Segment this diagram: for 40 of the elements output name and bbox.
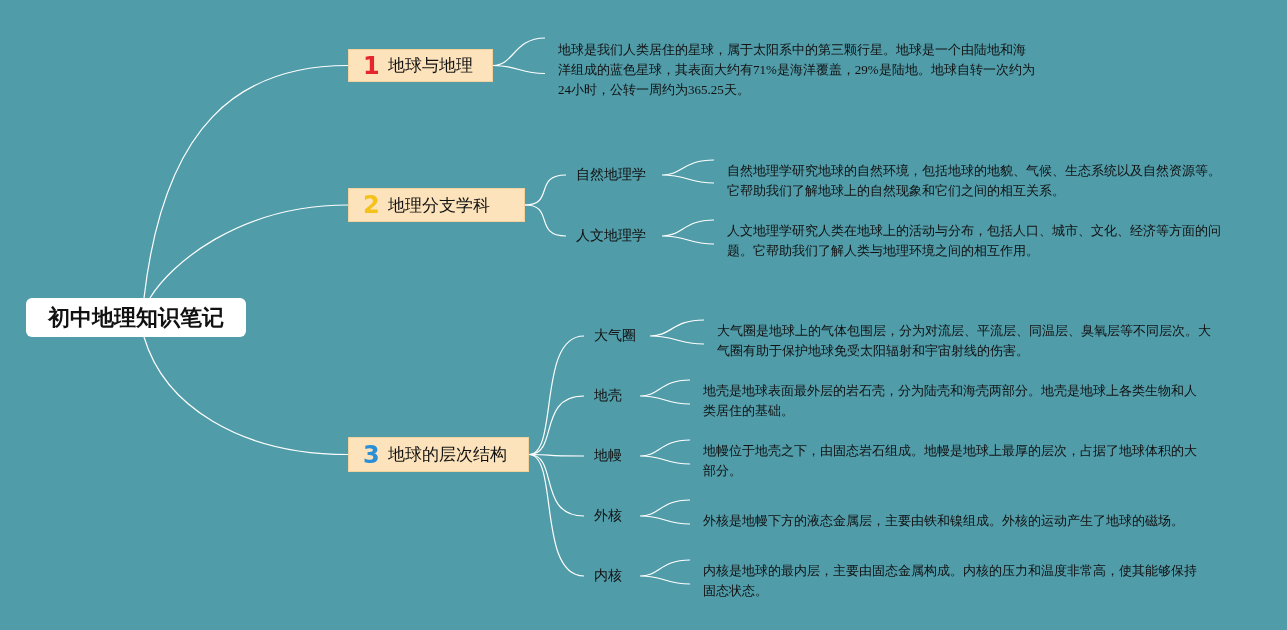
bracket-connector: [639, 499, 691, 525]
bracket-connector: [661, 159, 715, 184]
central-topic-box: 初中地理知识笔记: [26, 298, 246, 337]
note-text: 大气圈是地球上的气体包围层，分为对流层、平流层、同温层、臭氧层等不同层次。大气圈有助于保护地球免受太阳辐射和宇宙射线的伤害。: [704, 318, 1214, 364]
bracket-connector: [639, 439, 691, 465]
note-text: 地壳是地球表面最外层的岩石壳，分为陆壳和海壳两部分。地壳是地球上各类生物和人类居住的基础。: [690, 378, 1200, 424]
topic-number: 1: [363, 51, 380, 80]
branch-line: [524, 174, 567, 206]
bracket-connector: [661, 219, 715, 245]
branch-line: [143, 64, 349, 299]
subtopic-label: 地壳: [584, 381, 640, 411]
bracket-connector: [639, 559, 691, 585]
topic-number: 2: [363, 191, 380, 219]
note-text: 地球是我们人类居住的星球，属于太阳系中的第三颗行星。地球是一个由陆地和海洋组成的蓝色星球，其表面大约有71%是海洋覆盖，29%是陆地。地球自转一次约为24小时，公转一周约为365.25天。: [545, 36, 1038, 104]
topic-title: 地球与地理: [387, 54, 473, 77]
topic-box: [348, 188, 525, 222]
topic-title: 地球的层次结构: [387, 443, 507, 466]
branch-line: [524, 204, 567, 237]
bracket-connector: [492, 37, 546, 75]
branch-line: [528, 335, 585, 456]
subtopic-label: 自然地理学: [566, 160, 662, 190]
bracket-connector: [639, 379, 691, 405]
subtopic-label: 大气圈: [584, 321, 650, 351]
subtopic-label: 人文地理学: [566, 221, 662, 251]
note-text: 外核是地幔下方的液态金属层，主要由铁和镍组成。外核的运动产生了地球的磁场。: [690, 498, 1200, 544]
subtopic-label: 外核: [584, 501, 640, 531]
note-text: 人文地理学研究人类在地球上的活动与分布，包括人口、城市、文化、经济等方面的问题。它帮助我们了解人类与地理环境之间的相互作用。: [714, 218, 1224, 264]
topic-box: [348, 437, 529, 472]
topic-title: 地理分支学科: [387, 193, 490, 217]
subtopic-label: 内核: [584, 561, 640, 591]
bracket-connector: [649, 319, 705, 345]
topic-box: [348, 49, 493, 82]
subtopic-label: 地幔: [584, 441, 640, 471]
note-text: 自然地理学研究地球的自然环境，包括地球的地貌、气候、生态系统以及自然资源等。它帮助我们了解地球上的自然现象和它们之间的相互关系。: [714, 158, 1224, 204]
note-text: 内核是地球的最内层，主要由固态金属构成。内核的压力和温度非常高，使其能够保持固态状态。: [690, 558, 1200, 604]
note-text: 地幔位于地壳之下，由固态岩石组成。地幔是地球上最厚的层次，占据了地球体积的大部分。: [690, 438, 1200, 484]
branch-line: [528, 453, 585, 577]
topic-number: 3: [363, 440, 380, 469]
branch-line: [149, 204, 349, 299]
branch-line: [143, 336, 349, 456]
